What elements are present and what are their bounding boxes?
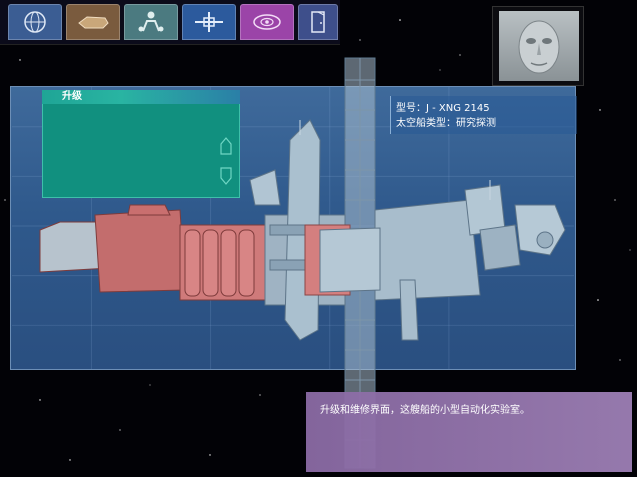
character-portrait	[492, 6, 584, 86]
top-toolbar	[0, 0, 340, 45]
tab-globe[interactable]	[8, 4, 62, 40]
android-face-image	[499, 11, 579, 81]
rear-engine-section	[39, 204, 266, 301]
ship-info-box	[390, 96, 577, 134]
tab-crew[interactable]	[124, 4, 178, 40]
crew-icon	[138, 11, 164, 32]
exit-door-icon	[311, 11, 325, 33]
globe-icon	[24, 11, 46, 33]
description-text: 升级和维修界面，这艘船的小型自动化实验室。	[320, 405, 530, 416]
tab-station[interactable]	[182, 4, 236, 40]
tab-exit[interactable]	[298, 4, 338, 40]
scroll-up-button[interactable]	[220, 136, 232, 156]
tab-galaxy[interactable]	[240, 4, 294, 40]
ship-model-label: 型号：J - XNG 2145	[396, 103, 490, 114]
upgrade-list-panel[interactable]	[42, 96, 240, 198]
scroll-down-button[interactable]	[220, 166, 232, 186]
galaxy-icon	[253, 14, 281, 30]
upgrade-panel-title: 升级	[42, 90, 240, 104]
description-box	[306, 392, 632, 472]
tab-ship-top[interactable]	[66, 4, 120, 40]
forward-lab-section	[299, 120, 566, 341]
ship-top-icon	[78, 16, 109, 29]
ship-type-label: 太空船类型：研究探测	[396, 118, 496, 129]
station-icon	[195, 12, 223, 32]
